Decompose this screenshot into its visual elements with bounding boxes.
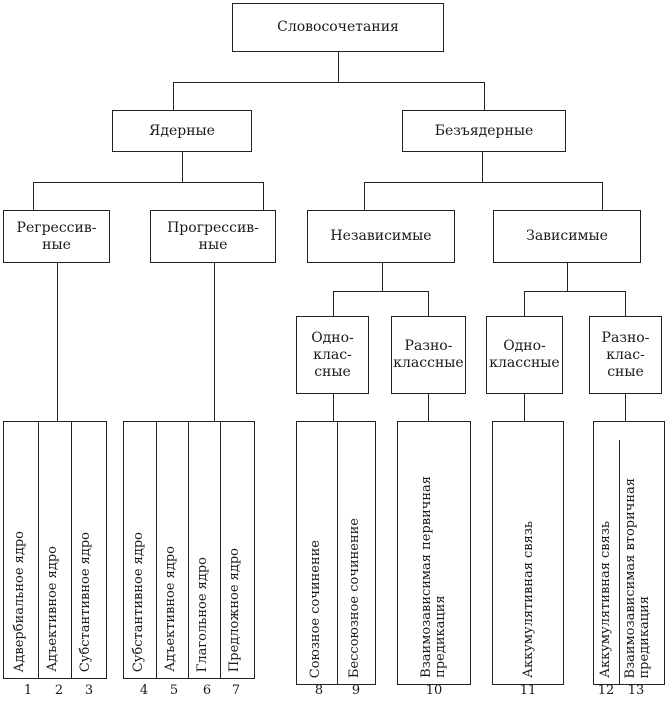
nuclear-node: Ядерные (112, 110, 252, 152)
column-number: 8 (314, 683, 324, 698)
connector (484, 82, 486, 110)
connector (524, 291, 626, 293)
connector (182, 152, 184, 182)
dep-same-class-node: Одно- классные (486, 316, 563, 394)
regressive-node: Регрессив- ные (3, 210, 110, 263)
column-number: 9 (351, 683, 361, 698)
connector (625, 394, 627, 421)
leaf-label-prepositional: Предложное ядро (227, 547, 242, 672)
leaf-label-primary-predication: Взаимозависимая первичная предикация (419, 476, 448, 678)
connector (333, 291, 429, 293)
connector (364, 182, 603, 184)
connector (602, 182, 604, 210)
connector (333, 394, 335, 421)
column-divider (188, 421, 190, 679)
coordination-leaf-box: Союзное сочинение Бессоюзное сочинение (296, 421, 376, 685)
leaf-label-adjectival: Адъективное ядро (45, 546, 60, 672)
accumulative-leaf-box: Аккумулятивная связь (492, 421, 564, 685)
connector (428, 291, 430, 316)
primary-predication-leaf-box: Взаимозависимая первичная предикация (397, 421, 471, 685)
leaf-label-substantive: Субстантивное ядро (131, 531, 146, 672)
secondary-leaf-box: Аккумулятивная связь Взаимозависимая вто… (593, 421, 665, 685)
connector (333, 291, 335, 316)
column-divider (619, 440, 621, 685)
connector (482, 152, 484, 182)
indep-same-class-node: Одно- клас- сные (296, 316, 369, 394)
connector (173, 82, 175, 110)
column-number: 6 (202, 683, 212, 698)
leaf-label-verbal: Глагольное ядро (195, 556, 210, 672)
leaf-label-accumulative: Аккумулятивная связь (598, 521, 613, 678)
column-divider (337, 421, 339, 685)
connector (382, 263, 384, 291)
non-nuclear-node: Безъядерные (402, 110, 566, 152)
leaf-label-secondary-predication: Взаимозависимая вторичная предикация (623, 477, 652, 679)
connector (173, 82, 485, 84)
column-number: 3 (84, 683, 94, 698)
leaf-label-adverbial: Адвербиальное ядро (12, 530, 27, 672)
connector (33, 182, 35, 210)
root-node: Словосочетания (232, 3, 444, 52)
column-number: 11 (519, 683, 537, 698)
connector (33, 182, 264, 184)
progressive-leaf-box: Субстантивное ядро Адъективное ядро Глаг… (123, 421, 255, 679)
leaf-label-substantive: Субстантивное ядро (78, 531, 93, 672)
column-number: 4 (139, 683, 149, 698)
regressive-leaf-box: Адвербиальное ядро Адъективное ядро Субс… (3, 421, 107, 679)
connector (524, 394, 526, 421)
column-divider (71, 421, 73, 679)
progressive-node: Прогрессив- ные (150, 210, 276, 263)
column-number: 12 (597, 683, 615, 698)
connector (57, 263, 59, 421)
column-number: 7 (231, 683, 241, 698)
dep-diff-class-node: Разно- клас- сные (589, 316, 662, 394)
leaf-label-asyndetic-coordination: Бессоюзное сочинение (347, 517, 362, 678)
connector (364, 182, 366, 210)
connector (428, 394, 430, 421)
column-number: 1 (23, 683, 33, 698)
leaf-label-accumulative: Аккумулятивная связь (521, 521, 536, 678)
connector (214, 263, 216, 421)
connector (567, 263, 569, 291)
column-number: 2 (54, 683, 64, 698)
column-number: 5 (169, 683, 179, 698)
leaf-label-conjunctive-coordination: Союзное сочинение (308, 539, 323, 678)
connector (625, 291, 627, 316)
column-divider (38, 421, 40, 679)
column-divider (220, 421, 222, 679)
connector (263, 182, 265, 210)
leaf-label-adjectival: Адъективное ядро (163, 546, 178, 672)
indep-diff-class-node: Разно- классные (391, 316, 466, 394)
connector (524, 291, 526, 316)
column-divider (156, 421, 158, 679)
column-number: 13 (627, 683, 645, 698)
connector (338, 52, 340, 82)
dependent-node: Зависимые (493, 210, 641, 263)
column-number: 10 (425, 683, 443, 698)
independent-node: Независимые (307, 210, 455, 263)
